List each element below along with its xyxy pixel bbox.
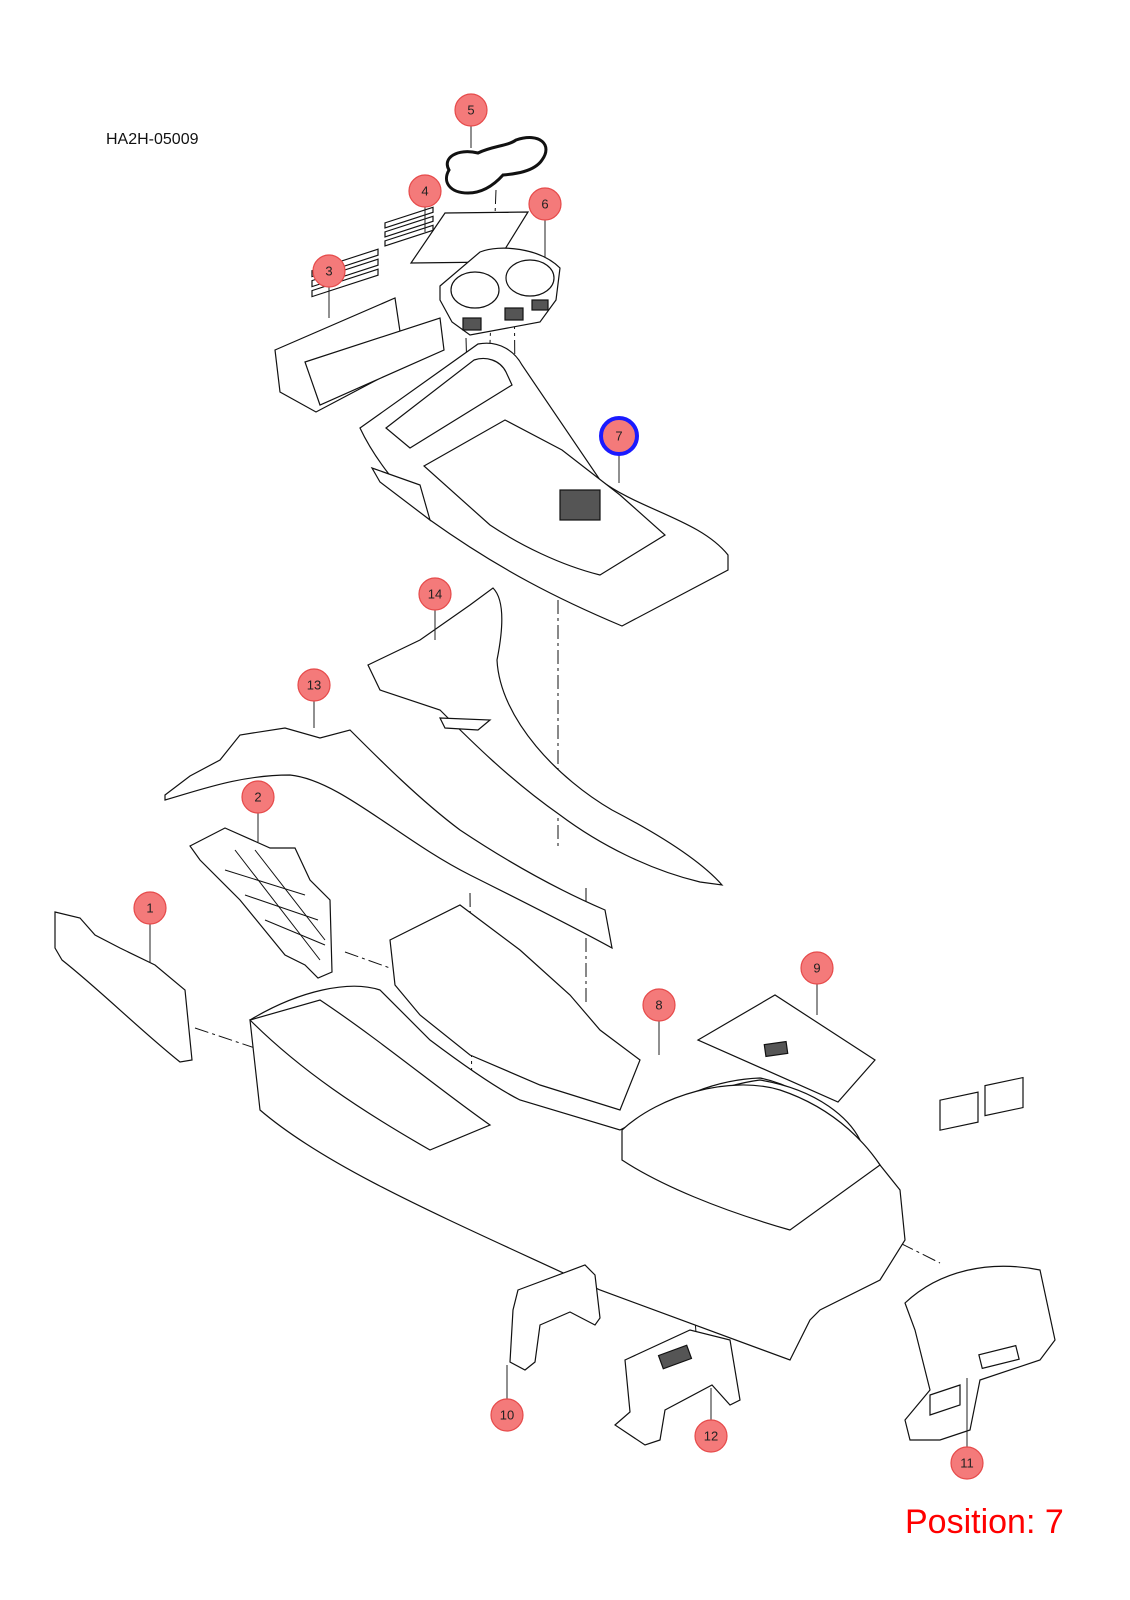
callout-2[interactable]: 2 (241, 780, 275, 842)
callout-11-label: 11 (960, 1456, 974, 1471)
part-side-bracket (189, 827, 333, 979)
callout-7[interactable]: 7 (599, 416, 639, 483)
callout-5-label: 5 (467, 103, 474, 118)
callout-4[interactable]: 4 (408, 174, 442, 232)
callout-7-label: 7 (615, 429, 622, 444)
part-armrest-cover (621, 1084, 881, 1231)
callout-12[interactable]: 12 (694, 1388, 728, 1453)
callout-1[interactable]: 1 (133, 891, 167, 962)
part-console-top-bezel (359, 342, 729, 627)
callout-9[interactable]: 9 (800, 951, 834, 1015)
position-label: Position: 7 (905, 1503, 1064, 1541)
callout-13[interactable]: 13 (297, 668, 331, 728)
callout-8[interactable]: 8 (642, 988, 676, 1055)
callout-6[interactable]: 6 (528, 187, 562, 258)
part-front-mount-bracket (509, 1264, 601, 1371)
callout-3-label: 3 (325, 264, 332, 279)
part-cupholder-mat (444, 136, 548, 195)
callout-11[interactable]: 11 (950, 1378, 984, 1480)
callout-12-label: 12 (704, 1429, 718, 1444)
part-right-side-trim (367, 587, 724, 886)
callout-10[interactable]: 10 (490, 1365, 524, 1432)
part-front-air-vent (274, 206, 445, 413)
callout-9-label: 9 (813, 961, 820, 976)
part-storage-mat (696, 994, 876, 1103)
callout-14-label: 14 (428, 587, 442, 602)
callout-1-label: 1 (146, 901, 153, 916)
callout-8-label: 8 (655, 998, 662, 1013)
part-cupholder-tray (439, 247, 561, 336)
part-front-side-panel (54, 911, 193, 1063)
callout-13-label: 13 (307, 678, 321, 693)
callout-4-label: 4 (421, 184, 428, 199)
part-left-side-trim (164, 727, 613, 950)
callout-6-label: 6 (541, 197, 548, 212)
callout-3[interactable]: 3 (312, 254, 346, 318)
callout-5[interactable]: 5 (454, 93, 488, 148)
callout-10-label: 10 (500, 1408, 514, 1423)
part-rear-vent-panel (904, 1076, 1056, 1441)
callout-14[interactable]: 14 (418, 577, 452, 640)
part-rear-mount-bracket (614, 1329, 741, 1446)
document-code: HA2H-05009 (106, 131, 199, 148)
callout-2-label: 2 (254, 790, 261, 805)
